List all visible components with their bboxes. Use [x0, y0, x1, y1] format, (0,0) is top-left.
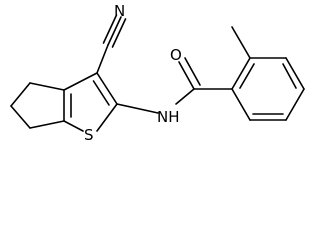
bond-c3-c3a	[63, 72, 98, 91]
molecule-structure-diagram: N O NH S	[10, 2, 305, 144]
nitrile-triple-bond-3	[102, 14, 118, 44]
bond-s-c6a	[63, 120, 84, 132]
bond-c2-n	[116, 103, 159, 114]
bond-ar-methyl	[231, 26, 251, 59]
bond-carbonyl-c-o-1	[178, 61, 195, 90]
bond-ar-3-4	[285, 57, 305, 90]
atom-amide-nh: NH	[157, 108, 180, 126]
molecule-svg: N O NH S	[10, 2, 305, 144]
bond-ar-6-1	[231, 88, 251, 121]
bond-c3-c2-double	[92, 80, 110, 106]
atom-carbonyl-o: O	[170, 46, 182, 64]
bond-c3a-c4	[29, 82, 65, 91]
bond-c5-c6	[10, 105, 31, 129]
nitrile-triple-bond-1	[107, 16, 122, 46]
atom-nitrile-n: N	[114, 2, 125, 20]
bond-n-carbonyl-c	[175, 88, 195, 105]
bond-c3-c2	[96, 72, 118, 105]
bond-c3-cn	[96, 44, 109, 74]
bond-ar-4-5	[285, 88, 305, 121]
bond-c4-c5	[10, 82, 31, 107]
bond-c2-s	[96, 103, 118, 132]
bond-ar-1-2	[231, 57, 251, 90]
atom-thiophene-s: S	[84, 126, 94, 144]
bond-ar-3-4-double	[282, 63, 297, 89]
nitrile-triple-bond-2	[111, 18, 127, 48]
bond-carbonyl-c-o-2	[184, 57, 201, 86]
bond-ar-1-2-double	[239, 63, 255, 89]
bond-c6-c6a	[29, 120, 65, 129]
